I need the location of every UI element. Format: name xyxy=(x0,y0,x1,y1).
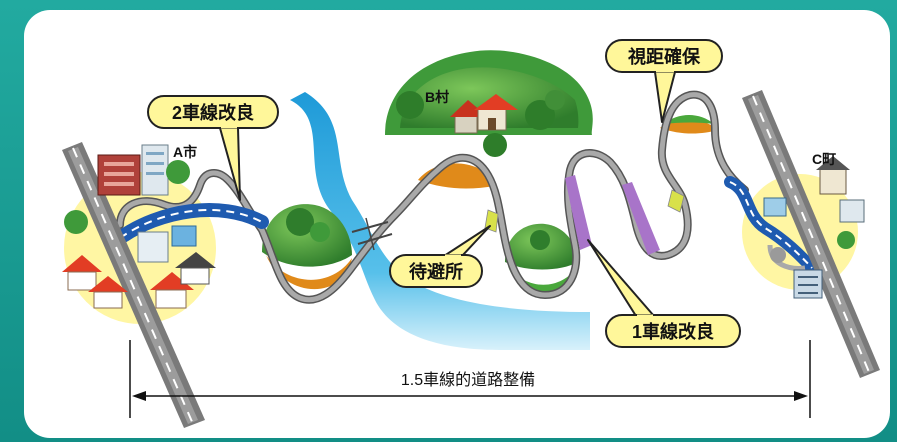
callout-passing-place: 待避所 xyxy=(389,225,491,288)
passing-place-label: 待避所 xyxy=(409,261,463,282)
sight-distance-label: 視距確保 xyxy=(627,46,701,67)
town-a-buildings xyxy=(62,144,216,309)
village-b-hill xyxy=(385,50,593,157)
highway-right xyxy=(742,90,880,378)
one-lane-label: 1車線改良 xyxy=(632,321,714,342)
town-c-buildings xyxy=(763,156,865,299)
measure-label: 1.5車線的道路整備 xyxy=(401,371,535,389)
callout-sight-distance: 視距確保 xyxy=(605,39,723,123)
road-c-branch xyxy=(767,244,806,271)
village-b-label: B村 xyxy=(425,89,449,105)
one-lane-segment-2 xyxy=(622,182,660,255)
town-a-label: A市 xyxy=(173,144,197,160)
hill-left xyxy=(262,204,352,267)
two-lane-road-centerline xyxy=(119,209,263,239)
town-c-label: C町 xyxy=(812,151,836,167)
callout-one-lane: 1車線改良 xyxy=(587,239,741,348)
one-lane-segment-1 xyxy=(565,175,592,250)
river xyxy=(290,92,590,350)
slope-left xyxy=(266,255,352,290)
two-lane-label: 2車線改良 xyxy=(172,102,254,123)
measure-dimension xyxy=(129,340,811,418)
two-lane-road-c-centerline xyxy=(729,181,813,269)
hill-center xyxy=(505,223,578,270)
callout-two-lane: 2車線改良 xyxy=(147,95,279,201)
sight-distance-cut xyxy=(664,115,714,124)
passing-place-mark-2 xyxy=(667,189,685,213)
highway-left xyxy=(62,142,205,428)
bridge xyxy=(351,217,393,251)
